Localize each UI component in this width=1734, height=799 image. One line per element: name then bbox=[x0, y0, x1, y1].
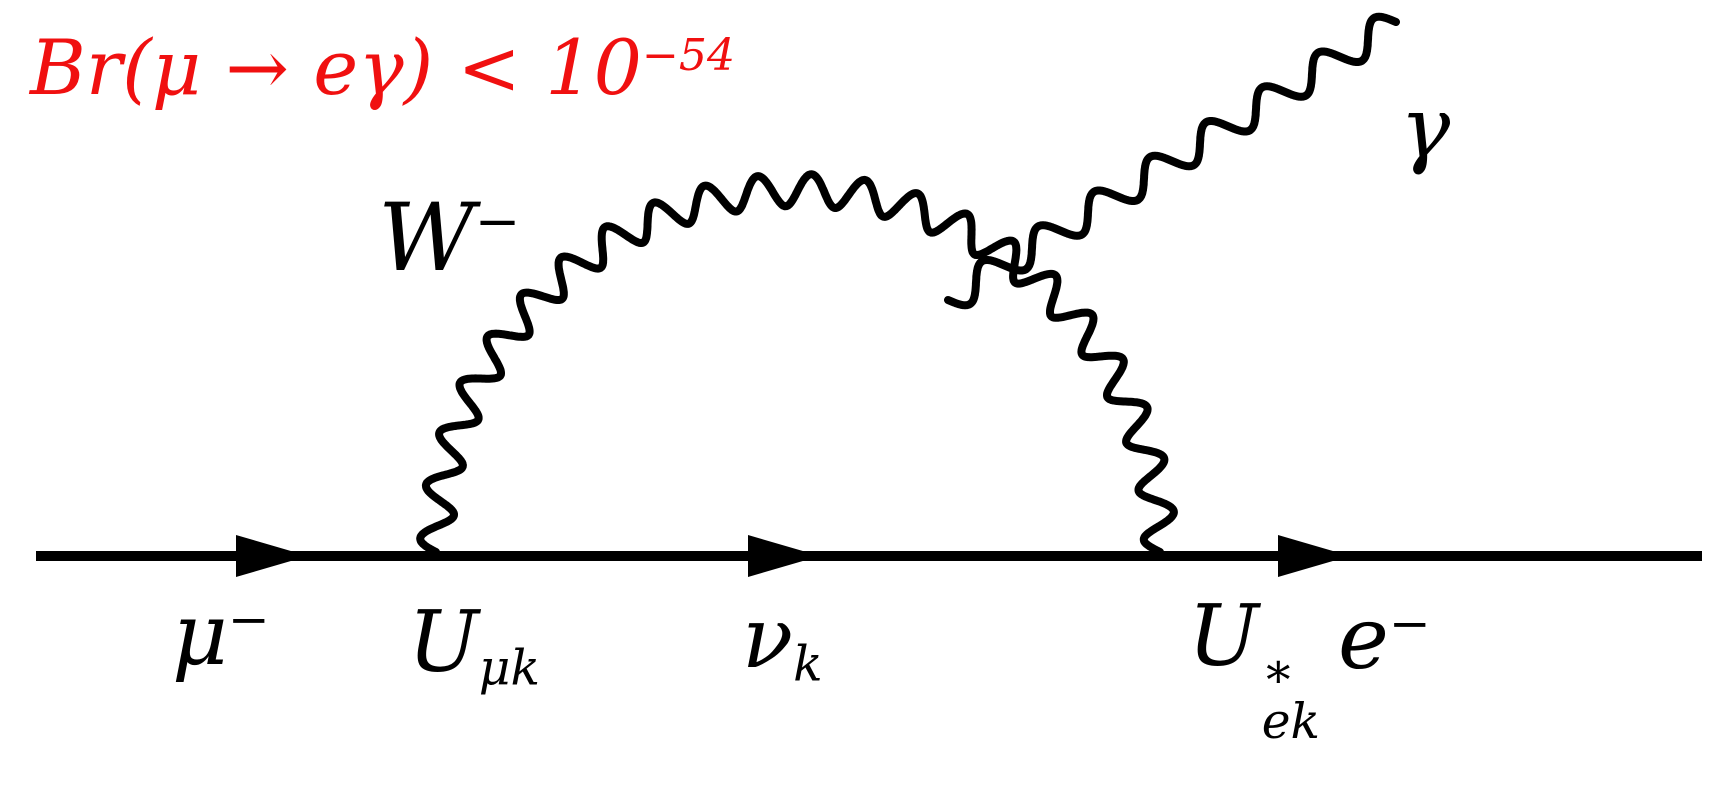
label-photon: γ bbox=[1400, 86, 1450, 170]
w-symbol: W bbox=[378, 184, 475, 293]
arrow-outgoing-electron bbox=[1278, 535, 1350, 577]
right-vertex-subscript: ek bbox=[1261, 694, 1321, 751]
electron-symbol: e bbox=[1338, 589, 1389, 689]
right-vertex-superscript: ∗ bbox=[1261, 642, 1295, 699]
left-vertex-symbol: U bbox=[408, 593, 479, 691]
label-left-vertex-mixing: Uμk bbox=[408, 600, 540, 693]
photon-wavy-line bbox=[944, 12, 1400, 310]
label-w-boson: W− bbox=[378, 192, 520, 286]
formula-exponent: −54 bbox=[641, 29, 736, 81]
formula-base: Br(μ → eγ) < 10 bbox=[30, 23, 642, 112]
right-vertex-scripts: ∗ek bbox=[1262, 647, 1320, 747]
neutrino-symbol: ν bbox=[742, 589, 794, 687]
neutrino-subscript: k bbox=[793, 636, 823, 693]
muon-symbol: μ bbox=[172, 585, 228, 685]
label-outgoing-electron: e− bbox=[1338, 596, 1431, 682]
muon-charge: − bbox=[227, 590, 270, 649]
right-vertex-symbol: U bbox=[1188, 587, 1259, 685]
electron-charge: − bbox=[1388, 594, 1431, 653]
branching-ratio-formula: Br(μ → eγ) < 10−54 bbox=[30, 26, 735, 110]
w-boson-wavy-line bbox=[416, 170, 1178, 556]
label-incoming-muon: μ− bbox=[172, 592, 270, 678]
left-vertex-subscript: μk bbox=[478, 640, 540, 697]
label-right-vertex-mixing: U∗ek bbox=[1188, 594, 1320, 747]
w-charge: − bbox=[474, 189, 521, 254]
label-neutrino-propagator: νk bbox=[742, 596, 823, 689]
arrow-neutrino-propagator bbox=[748, 535, 820, 577]
gamma-symbol: γ bbox=[1400, 79, 1451, 177]
arrow-incoming-muon bbox=[236, 535, 308, 577]
